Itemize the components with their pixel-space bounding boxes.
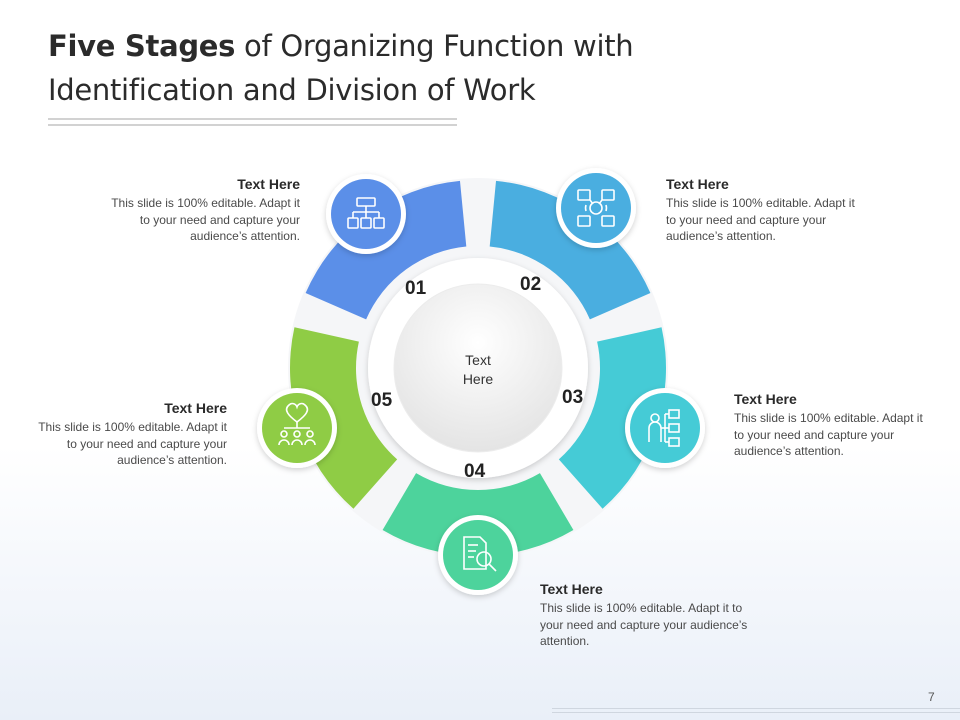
stage-number: 04 — [464, 461, 486, 482]
network-people-icon — [577, 189, 615, 227]
title-underline — [48, 124, 457, 126]
stage-number: 03 — [562, 387, 584, 408]
footer-line — [552, 712, 960, 713]
stage-3-segment — [558, 327, 666, 509]
stage-description: This slide is 100% editable. Adapt it to… — [111, 196, 300, 243]
stage-heading: Text Here — [666, 176, 729, 192]
stage-3-text: Text Here This slide is 100% editable. A… — [734, 390, 934, 460]
badge-fill — [561, 173, 631, 243]
stage-description: This slide is 100% editable. Adapt it to… — [666, 196, 855, 243]
title-underline — [48, 118, 457, 120]
stage-number: 05 — [371, 390, 393, 411]
stage-heading: Text Here — [734, 391, 797, 407]
stage-number: 02 — [520, 274, 542, 295]
stage-1-badge — [326, 174, 406, 254]
stage-2-badge — [556, 168, 636, 248]
slide-title-rest: of Organizing Function with Identificati… — [48, 29, 634, 107]
stage-5-badge — [257, 388, 337, 468]
stage-description: This slide is 100% editable. Adapt it to… — [734, 411, 923, 458]
presenter-flowchart-icon — [648, 409, 680, 447]
team-heart-icon — [278, 402, 316, 446]
page-number: 7 — [928, 690, 935, 704]
stage-description: This slide is 100% editable. Adapt it to… — [38, 420, 227, 467]
stage-2-segment — [489, 180, 651, 320]
stage-heading: Text Here — [540, 581, 603, 597]
organization-chart-icon — [347, 197, 385, 229]
document-search-icon — [463, 536, 497, 572]
stage-description: This slide is 100% editable. Adapt it to… — [540, 601, 748, 648]
footer-line — [552, 708, 960, 709]
stage-5-segment — [290, 327, 398, 509]
slide-title: Five Stages of Organizing Function with … — [48, 24, 748, 112]
slide-title-bold: Five Stages — [48, 29, 236, 63]
stage-4-segment — [382, 473, 574, 556]
stage-3-badge — [625, 388, 705, 468]
stage-5-text: Text Here This slide is 100% editable. A… — [27, 399, 227, 469]
stage-heading: Text Here — [164, 400, 227, 416]
stage-1-segment — [305, 180, 467, 320]
stage-4-text: Text Here This slide is 100% editable. A… — [540, 580, 755, 650]
stage-heading: Text Here — [237, 176, 300, 192]
stage-2-text: Text Here This slide is 100% editable. A… — [666, 175, 866, 245]
stage-1-text: Text Here This slide is 100% editable. A… — [100, 175, 300, 245]
center-circle — [393, 283, 563, 453]
stage-number: 01 — [405, 278, 427, 299]
stage-4-badge — [438, 515, 518, 595]
